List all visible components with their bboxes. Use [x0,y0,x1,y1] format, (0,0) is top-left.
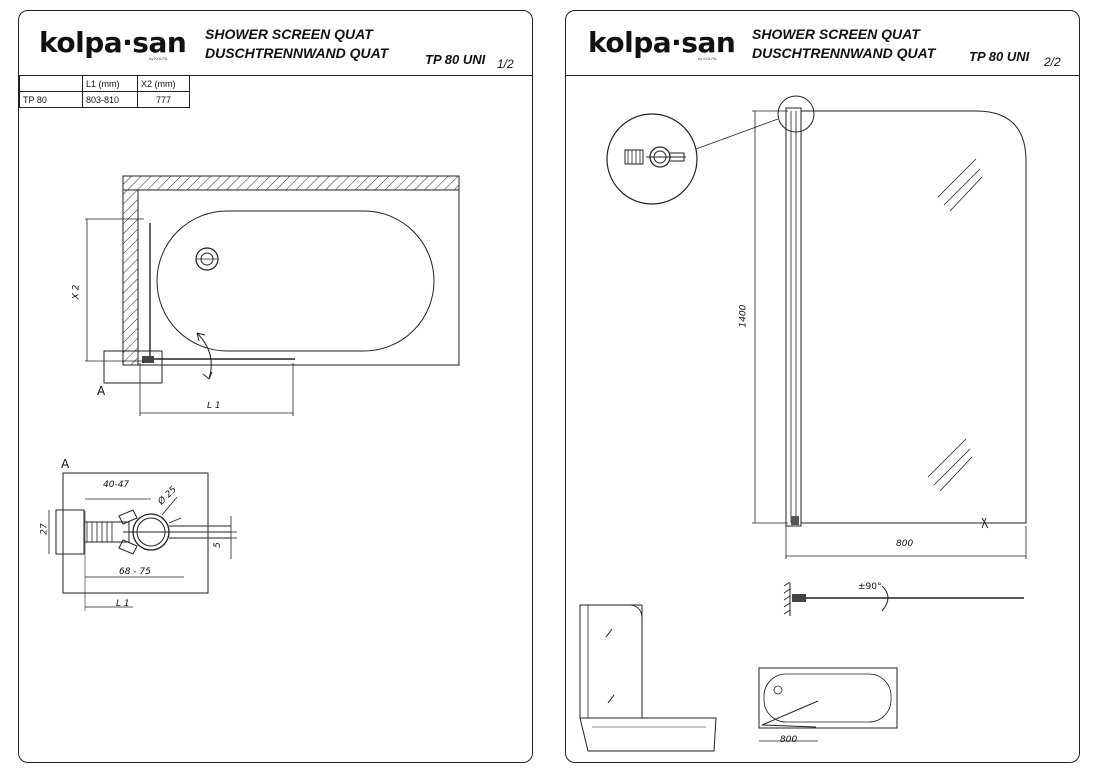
detail-circle [606,113,698,205]
title-line-2: DUSCHTRENNWAND QUAT [205,45,389,61]
width-label: 800 [896,539,914,549]
wall-top [122,175,460,191]
dim-68-75: 68 - 75 [119,567,151,577]
wall-profile [55,509,85,555]
bath-top-view [758,667,898,729]
sheet-header: kolpa·san by KOLPA SHOWER SCREEN QUAT DU… [19,11,532,76]
bath-width-label: 800 [780,735,798,745]
dimension-table: L1 (mm) X2 (mm) TP 80 803-810 777 [19,75,190,108]
detail-marker [777,95,815,133]
dim-27: 27 [39,523,50,535]
bath-perspective [579,717,717,752]
title-line-2: DUSCHTRENNWAND QUAT [752,45,936,61]
detail-marker [103,350,163,384]
page-number: 2/2 [1044,55,1061,69]
bath-outline [137,189,460,366]
brand-logo: kolpa·san [39,26,187,59]
model-code: TP 80 UNI [425,52,486,67]
drawing-sheet-1: kolpa·san by KOLPA SHOWER SCREEN QUAT DU… [18,10,533,763]
table-cell: 777 [137,91,190,108]
dim-l1-detail: L 1 [116,599,130,609]
detail-a-frame [62,472,209,594]
hinge [142,356,154,363]
glass-reflection [937,158,983,212]
detail-a-marker-label: A [97,384,106,398]
dim-5: 5 [212,542,223,548]
height-label: 1400 [738,304,749,328]
top-view-drawing [48,175,460,611]
title-line-1: SHOWER SCREEN QUAT [205,26,373,42]
brand-logo: kolpa·san [588,26,736,59]
sheet-header: kolpa·san by KOLPA SHOWER SCREEN QUAT DU… [566,11,1079,76]
page-number: 1/2 [497,57,514,71]
rotation-arrow [196,332,212,380]
brand-logo-sub: by KOLPA [698,56,717,61]
table-cell: TP 80 [19,91,83,108]
hinge-body [83,521,130,543]
drawing-sheet-2: kolpa·san by KOLPA SHOWER SCREEN QUAT DU… [565,10,1080,763]
title-line-1: SHOWER SCREEN QUAT [752,26,920,42]
screen-perspective [579,604,643,719]
model-code: TP 80 UNI [969,49,1030,64]
brand-logo-sub: by KOLPA [149,56,168,61]
bath-inner [156,210,435,352]
dim-40-47: 40-47 [103,480,130,490]
rotation-arrow [881,585,889,612]
table-row: TP 80 803-810 777 [19,91,190,108]
detail-a-title: A [61,457,70,471]
glass-panel [800,110,1027,524]
front-view-drawing [579,95,1027,752]
l1-label: L 1 [207,401,221,411]
rotation-label: ±90° [858,582,882,592]
wall-side [122,189,139,366]
x2-label: X 2 [71,284,82,300]
wall-profile [785,107,802,527]
hinge [792,594,806,602]
table-cell: 803-810 [82,91,138,108]
